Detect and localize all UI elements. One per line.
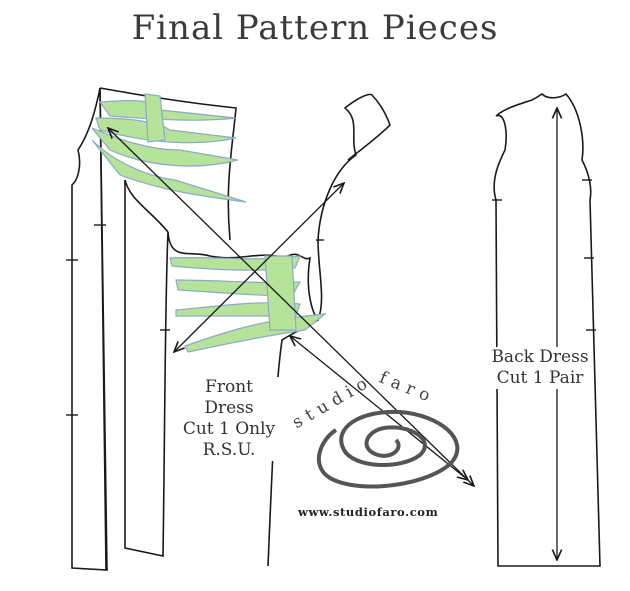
back-dress-label: Back Dress Cut 1 Pair (490, 347, 590, 389)
studio-faro-logo (317, 409, 460, 489)
back-label-line2: Cut 1 Pair (496, 368, 584, 388)
watermark-url: www.studiofaro.com (298, 505, 439, 519)
back-label-line1: Back Dress (491, 347, 589, 367)
front-notches (66, 224, 324, 416)
front-grainline-a (108, 128, 474, 486)
front-label-line3: R.S.U. (202, 440, 256, 460)
front-dress-left-outline (71, 87, 108, 571)
front-grainline-b (174, 183, 344, 352)
back-dress-outline (493, 92, 601, 567)
page-title: Final Pattern Pieces (131, 8, 499, 48)
upper-drape-panels (91, 93, 247, 203)
front-label-line1: Front Dress (204, 377, 254, 418)
back-notches (492, 179, 596, 331)
lower-drape-panels (169, 255, 327, 353)
front-grainline-c (290, 336, 468, 480)
front-label-line2: Cut 1 Only (182, 419, 276, 439)
front-dress-label: Front Dress Cut 1 Only R.S.U. (178, 377, 280, 461)
